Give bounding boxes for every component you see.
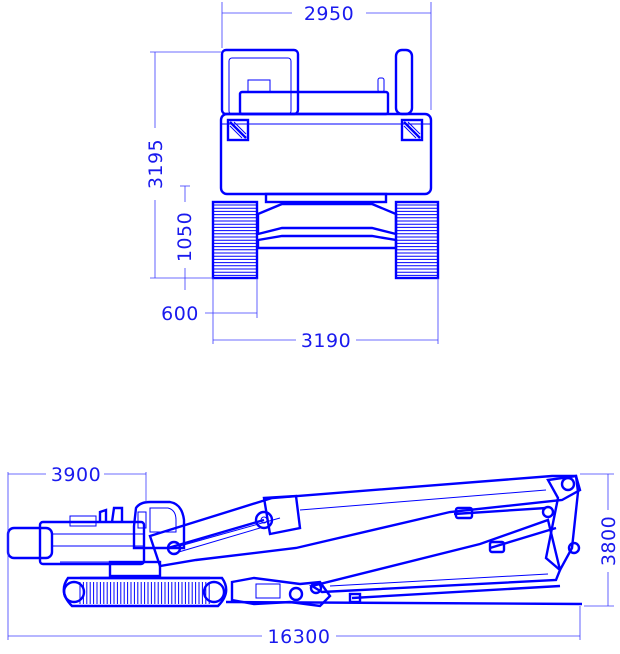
- boom-nose: [544, 474, 580, 572]
- small-stack: [377, 77, 385, 93]
- left-lamp-hatch-1: [229, 121, 247, 139]
- dim-tail-length: 3900: [51, 464, 101, 486]
- sprocket-wheel: [202, 580, 226, 604]
- dim-track-width: 600: [161, 303, 199, 325]
- left-lamp: [226, 118, 250, 142]
- cab-outline: [220, 48, 300, 116]
- carbody-upper: [256, 202, 398, 236]
- swing-bearing: [264, 192, 388, 204]
- arm-cylinder: [453, 506, 547, 516]
- idler-wheel: [62, 580, 86, 604]
- cab-window: [228, 57, 292, 115]
- boom-inner-line: [299, 489, 547, 511]
- left-lamp-box: [226, 118, 250, 142]
- boom-plate: [262, 494, 302, 536]
- boom-pin: [254, 510, 274, 530]
- side-view-excavator: [6, 474, 583, 608]
- cab-door-window: [137, 511, 147, 529]
- right-lamp: [400, 118, 424, 142]
- right-lamp-hatch-2: [407, 121, 421, 135]
- nose-mid-pin: [541, 505, 555, 519]
- dim-overall-length: 16300: [268, 626, 331, 648]
- swing-base: [108, 560, 162, 578]
- dipper-cylinder: [489, 526, 557, 550]
- nose-pin: [560, 476, 576, 492]
- main-boom: [148, 474, 582, 568]
- dipper-cylinder-head: [488, 540, 506, 554]
- right-lamp-box: [400, 118, 424, 142]
- right-lamp-hatch-3: [403, 125, 417, 139]
- dim-track-height: 1050: [174, 212, 196, 262]
- right-track: [394, 200, 440, 280]
- exhaust-pipe: [98, 508, 108, 522]
- dim-overall-height: 3195: [145, 139, 167, 189]
- carbody-lower: [256, 234, 398, 250]
- attachment-box: [255, 583, 281, 599]
- nose-lower-pin: [567, 541, 581, 555]
- arm-cylinder-head: [454, 506, 474, 520]
- engine-hood: [238, 90, 390, 116]
- ground-line: [225, 600, 583, 606]
- right-lamp-hatch-1: [403, 121, 421, 139]
- engine-cover: [38, 520, 146, 566]
- boom-cylinder-rod: [171, 527, 261, 555]
- front-view-dimensions: 2950 3195 1050 600 3190: [145, 2, 439, 352]
- air-cleaner: [110, 506, 124, 523]
- side-view-dimensions: 3900 3800 16300: [7, 464, 620, 648]
- dim-overall-width: 2950: [304, 3, 354, 25]
- dim-boom-height: 3800: [598, 516, 620, 566]
- attachment-pin-2: [309, 581, 323, 595]
- air-stack: [394, 48, 414, 116]
- upper-body: [219, 112, 433, 196]
- radiator-box: [69, 515, 97, 527]
- cab: [132, 500, 186, 550]
- left-track: [211, 200, 259, 280]
- front-view-excavator: [211, 48, 440, 280]
- dipper-inner-line: [329, 573, 549, 587]
- dim-track-gauge-width: 3190: [301, 330, 351, 352]
- left-lamp-hatch-2: [233, 121, 247, 135]
- ground-link: [351, 584, 561, 600]
- attachment-pin: [288, 586, 304, 602]
- boom-cylinder: [167, 518, 265, 550]
- left-lamp-hatch-3: [229, 125, 243, 139]
- exhaust-box: [247, 79, 271, 93]
- counterweight: [6, 526, 54, 560]
- track-links: [79, 582, 210, 604]
- dipper-arm: [308, 518, 562, 594]
- boom-foot-pin: [166, 540, 182, 556]
